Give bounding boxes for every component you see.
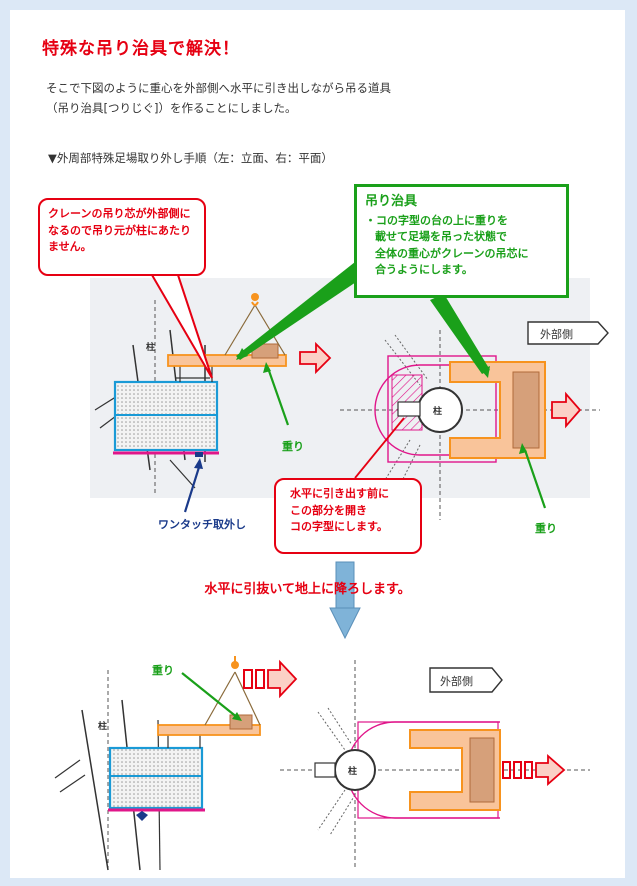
outside-label-top: 外部側: [540, 328, 573, 341]
crane-callout-tail: [151, 274, 213, 379]
down-arrow: [329, 561, 361, 640]
weight-label-top-right: 重り: [535, 522, 557, 535]
intro-line-2: （吊り治具[つりじぐ]）を作ることにしました。: [46, 101, 297, 115]
intro-text: そこで下図のように重心を外部側へ水平に引き出しながら吊る道具 （吊り治具[つりじ…: [46, 78, 391, 118]
column-label-bottom-plan: 柱: [348, 767, 358, 777]
cut-callout-line: 水平に引き出す前に: [290, 487, 389, 500]
jig-leader-left: [236, 262, 365, 360]
page-title: 特殊な吊り治具で解決！: [42, 39, 240, 59]
outside-label-bottom: 外部側: [440, 675, 473, 688]
cut-callout: 水平に引き出す前に この部分を開き コの字型にします。: [274, 478, 422, 554]
jig-callout-line: 合うようにします。: [375, 263, 473, 276]
weight-label-top-left: 重り: [282, 440, 304, 453]
diagram-caption: ▼外周部特殊足場取り外し手順（左：立面、右：平面）: [48, 151, 333, 165]
intro-line-1: そこで下図のように重心を外部側へ水平に引き出しながら吊る道具: [46, 81, 391, 95]
jig-callout-heading: 吊り治具: [365, 194, 418, 209]
middle-instruction: 水平に引抜いて地上に降ろします。: [204, 582, 411, 597]
one-touch-label: ワンタッチ取外し: [158, 518, 246, 531]
column-label-bottom-elev: 柱: [98, 722, 108, 732]
jig-callout-line: 載せて足場を吊った状態で: [375, 230, 507, 243]
outside-tag-top: [527, 321, 609, 345]
jig-callout-line: 全体の重心がクレーンの吊芯に: [375, 246, 529, 260]
outside-tag-bottom: [429, 667, 503, 693]
crane-callout-line: ません。: [48, 240, 92, 253]
cut-callout-line: コの字型にします。: [290, 520, 388, 533]
column-label-top-plan: 柱: [433, 407, 443, 417]
crane-callout-line: なるので吊り元が柱にあたり: [48, 223, 191, 237]
jig-callout-line: ・コの字型の台の上に重りを: [365, 213, 508, 227]
jig-leader-right: [430, 294, 490, 374]
crane-callout: クレーンの吊り芯が外部側に なるので吊り元が柱にあたり ません。: [38, 198, 206, 276]
weight-label-bottom: 重り: [152, 664, 174, 677]
crane-callout-line: クレーンの吊り芯が外部側に: [48, 207, 191, 220]
column-label-top-elev: 柱: [146, 343, 156, 353]
bottom-plan: [280, 660, 590, 870]
top-plan: [340, 330, 600, 520]
bottom-elevation: [54, 656, 298, 871]
cut-callout-line: この部分を開き: [290, 503, 367, 517]
top-elevation: [94, 293, 332, 513]
jig-callout: 吊り治具 ・コの字型の台の上に重りを 載せて足場を吊った状態で 全体の重心がクレ…: [354, 184, 569, 298]
